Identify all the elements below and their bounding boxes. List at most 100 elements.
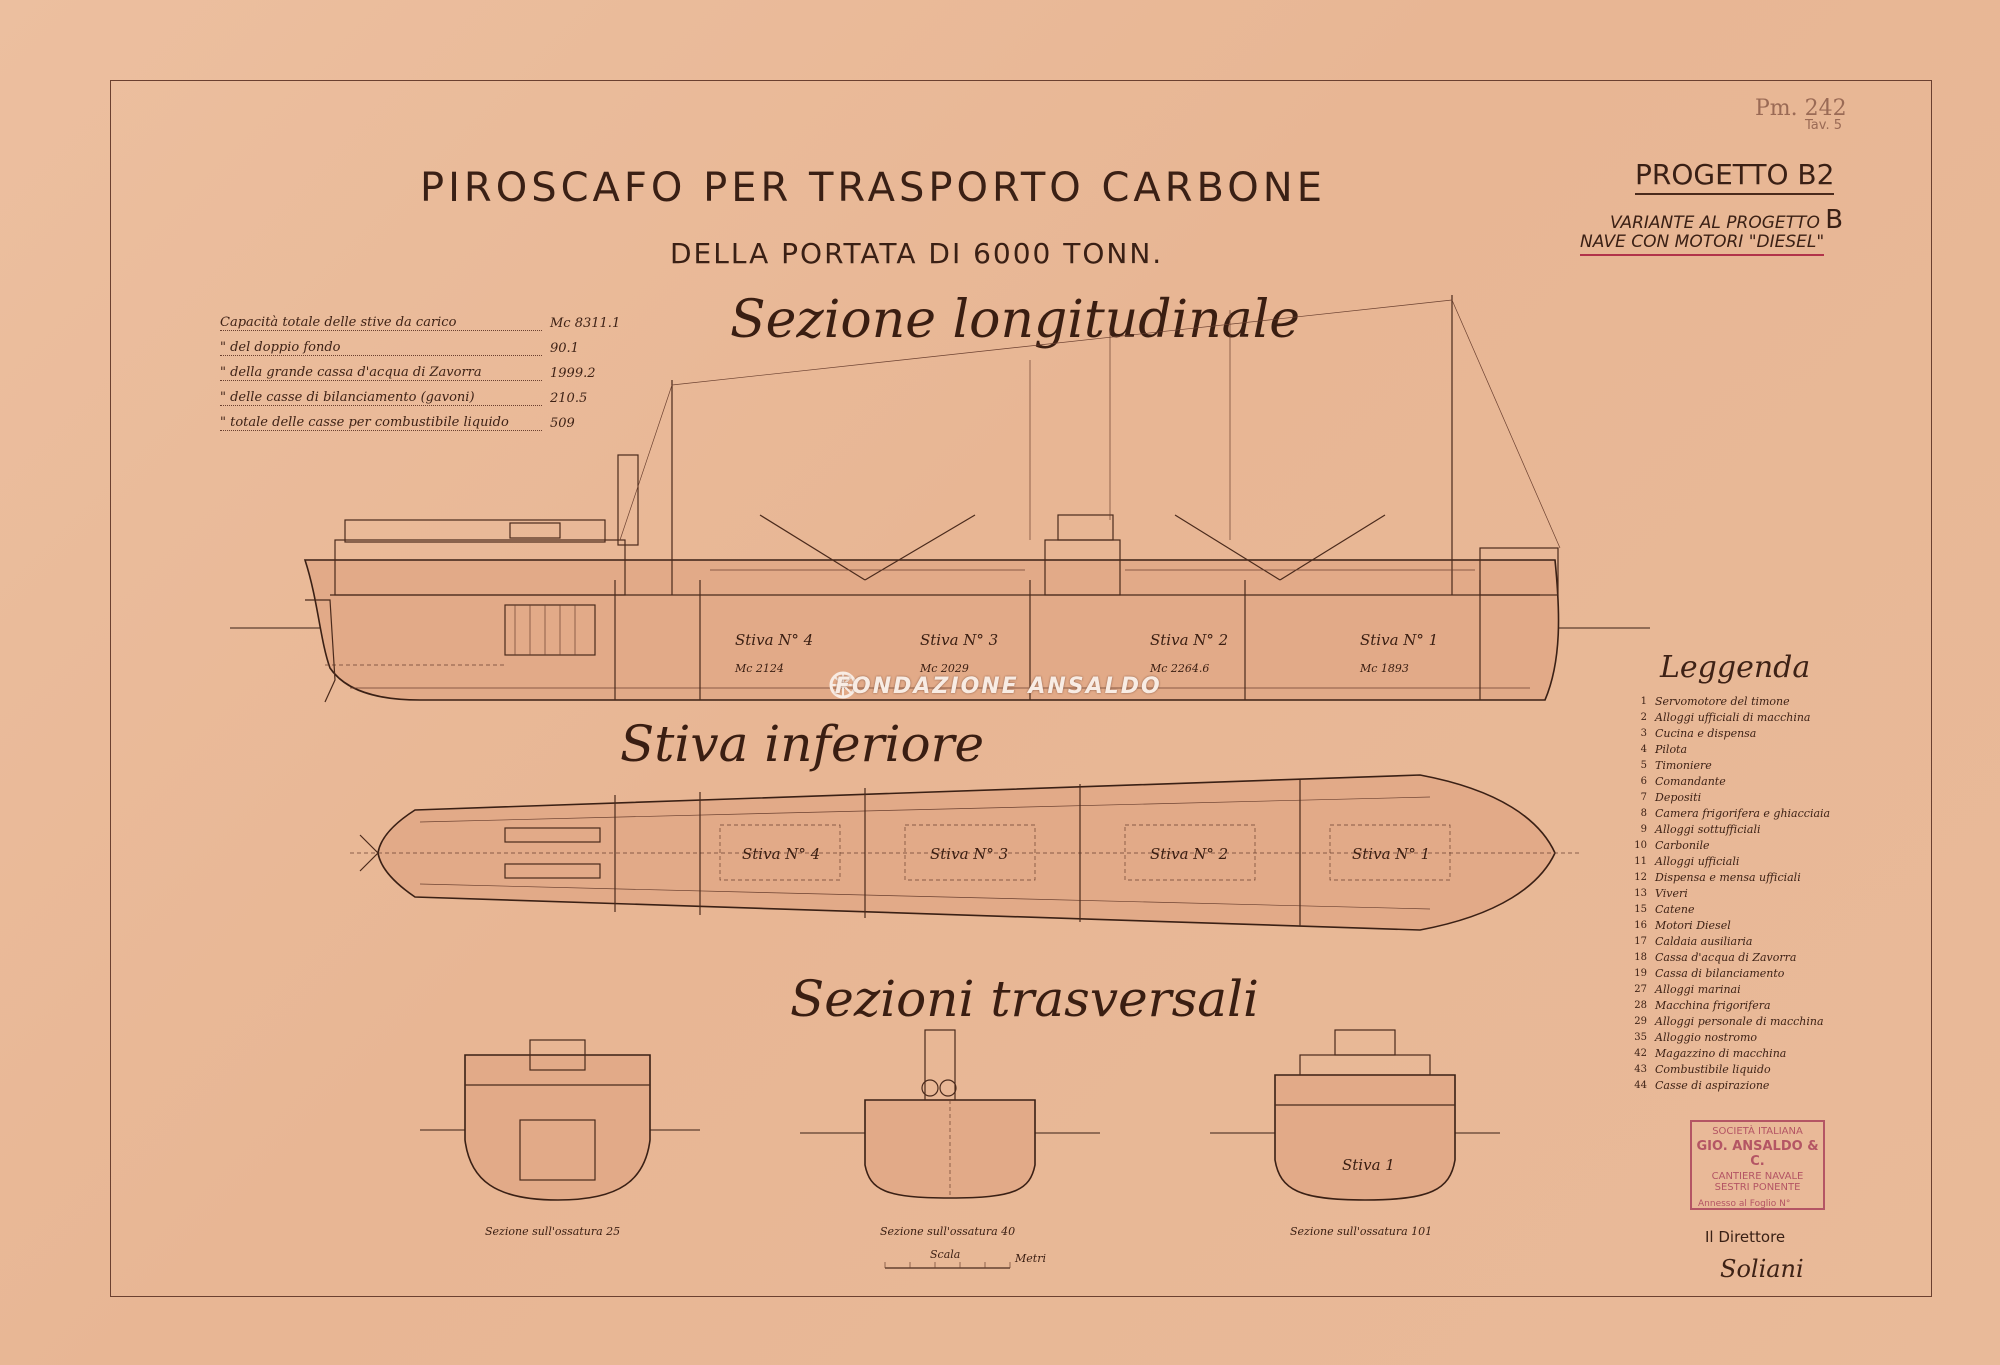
legend-item-text: Catene [1655,902,1695,916]
section-boiler [939,1079,957,1097]
hold-label: Stiva N° 4 [735,631,813,649]
ship-engine-label: NAVE CON MOTORI "DIESEL" [1580,232,1825,256]
hatch [1124,824,1256,881]
legend-item-text: Alloggi sottufficiali [1655,822,1761,836]
legend-item-number: 11 [1634,855,1647,867]
legend-item-text: Cucina e dispensa [1655,726,1757,740]
capacity-value: 210.5 [550,391,588,406]
engine-plan [504,827,601,843]
capacity-row: " della grande cassa d'acqua di Zavorra … [220,356,640,381]
legend-item-number: 1 [1640,695,1647,707]
legend-item-text: Alloggi personale di macchina [1655,1014,1824,1028]
director-label: Il Direttore [1705,1228,1786,1246]
legend-item-number: 19 [1634,967,1647,979]
hatch [904,824,1036,881]
scale-bar [884,1262,1011,1269]
legend-item-text: Motori Diesel [1655,918,1731,932]
legend-item-text: Alloggi ufficiali [1655,854,1740,868]
legend-item-text: Alloggi marinai [1655,982,1741,996]
plan-hold-label: Stiva N° 1 [1352,845,1430,863]
legend-item-number: 13 [1634,887,1647,899]
cargo-boom [1279,514,1386,581]
legend-item-text: Combustibile liquido [1655,1062,1771,1076]
legend-item-text: Camera frigorifera e ghiacciaia [1655,806,1831,820]
stern-upper-deck [344,519,606,543]
deckhouse [509,522,561,539]
variant-label: VARIANTE AL PROGETTO B [1610,205,1843,235]
rigging-forestay [1451,299,1561,549]
section-engine [519,1119,596,1181]
section-hull [464,1054,651,1201]
plan-hold-label: Stiva N° 2 [1150,845,1228,863]
section-title-longitudinal: Sezione longitudinale [730,290,1301,350]
legend-item-text: Alloggi ufficiali di macchina [1655,710,1811,724]
section-funnel [924,1029,956,1101]
stamp-line: SESTRI PONENTE [1714,1182,1801,1193]
capacity-row: " totale delle casse per combustibile li… [220,406,640,431]
plan-hold-label: Stiva N° 3 [930,845,1008,863]
legend-item-number: 35 [1634,1031,1647,1043]
legend-item: 8 Camera frigorifera e ghiacciaia [1625,805,1865,821]
watermark: FONDAZIONE ANSALDO [835,674,1162,699]
hold-volume: Mc 2264.6 [1149,662,1209,675]
legend-item-number: 42 [1634,1047,1647,1059]
legend-item-number: 10 [1634,839,1647,851]
section-title-transverse: Sezioni trasversali [790,970,1260,1028]
legend-item-number: 8 [1640,807,1647,819]
section-deckhouse [529,1039,586,1071]
capacity-value: Mc 8311.1 [550,316,621,331]
page-title: PIROSCAFO PER TRASPORTO CARBONE [420,165,1326,211]
forecastle [1479,547,1559,596]
reference-number: Pm. 242 [1755,96,1847,121]
legend-item-number: 3 [1640,727,1647,739]
director-signature: Soliani [1720,1255,1804,1283]
plan-hold-label: Stiva N° 4 [742,845,820,863]
variant-letter: B [1825,205,1844,235]
transverse-section-101: Stiva 1 [1210,1029,1500,1201]
transverse-caption: Sezione sull'ossatura 101 [1290,1225,1432,1238]
legend-item: 15 Catene [1625,901,1865,917]
capacity-label: " del doppio fondo [220,340,542,356]
stamp-line: GIO. ANSALDO & C. [1696,1139,1819,1169]
legend-item: 3 Cucina e dispensa [1625,725,1865,741]
hold-volume: Mc 2124 [734,662,784,675]
legend-item: 11 Alloggi ufficiali [1625,853,1865,869]
section-hull [1274,1074,1456,1201]
section-bridge [1299,1054,1431,1076]
plan-view: Stiva N° 4 Stiva N° 3 Stiva N° 2 Stiva N… [350,774,1580,931]
reference-tav: Tav. 5 [1805,118,1842,133]
stamp-line: CANTIERE NAVALE [1711,1171,1804,1182]
plan-line [419,796,1431,823]
legend-item-number: 15 [1634,903,1647,915]
legend-title: Leggenda [1660,650,1811,685]
transverse-caption: Sezione sull'ossatura 40 [880,1225,1015,1238]
hold-label: Stiva N° 1 [1360,631,1438,649]
legend-item-text: Comandante [1655,774,1726,788]
stern-superstructure [334,539,626,596]
section-hold-label: Stiva 1 [1342,1156,1395,1174]
project-label: PROGETTO B2 [1635,158,1835,195]
rigging-stay [671,299,1453,386]
legend-item-number: 5 [1640,759,1647,771]
capacity-label: " delle casse di bilanciamento (gavoni) [220,390,542,406]
legend-item-number: 6 [1640,775,1647,787]
section-boiler [921,1079,939,1097]
transverse-section-25 [420,1039,700,1201]
rigging-backstay [619,384,673,541]
capacity-label: Capacità totale delle stive da carico [220,315,542,331]
hold-label: Stiva N° 2 [1150,631,1228,649]
legend-item-number: 44 [1634,1079,1647,1091]
funnel [617,454,639,546]
legend-item-number: 4 [1640,743,1647,755]
legend-item-number: 2 [1640,711,1647,723]
cargo-boom [864,514,976,581]
